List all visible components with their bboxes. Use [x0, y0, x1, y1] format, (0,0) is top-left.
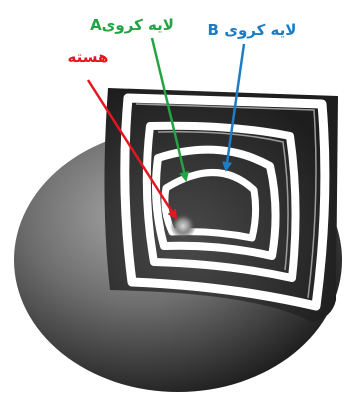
- shell-layer-1: [120, 93, 330, 311]
- shell-a-label: لایه کروی‌A: [90, 16, 174, 34]
- shell-a-arrow: [150, 37, 189, 182]
- shell-layer-2: [142, 121, 300, 282]
- shell-layer-3: [152, 145, 280, 260]
- core-arrow: [86, 79, 178, 220]
- shell-b-arrow: [222, 43, 246, 172]
- shell-b-label: لایه کروی B: [208, 21, 297, 39]
- core-label: هسته: [68, 48, 109, 66]
- shell-layer-4: [161, 169, 260, 242]
- shell-layers: [120, 93, 330, 311]
